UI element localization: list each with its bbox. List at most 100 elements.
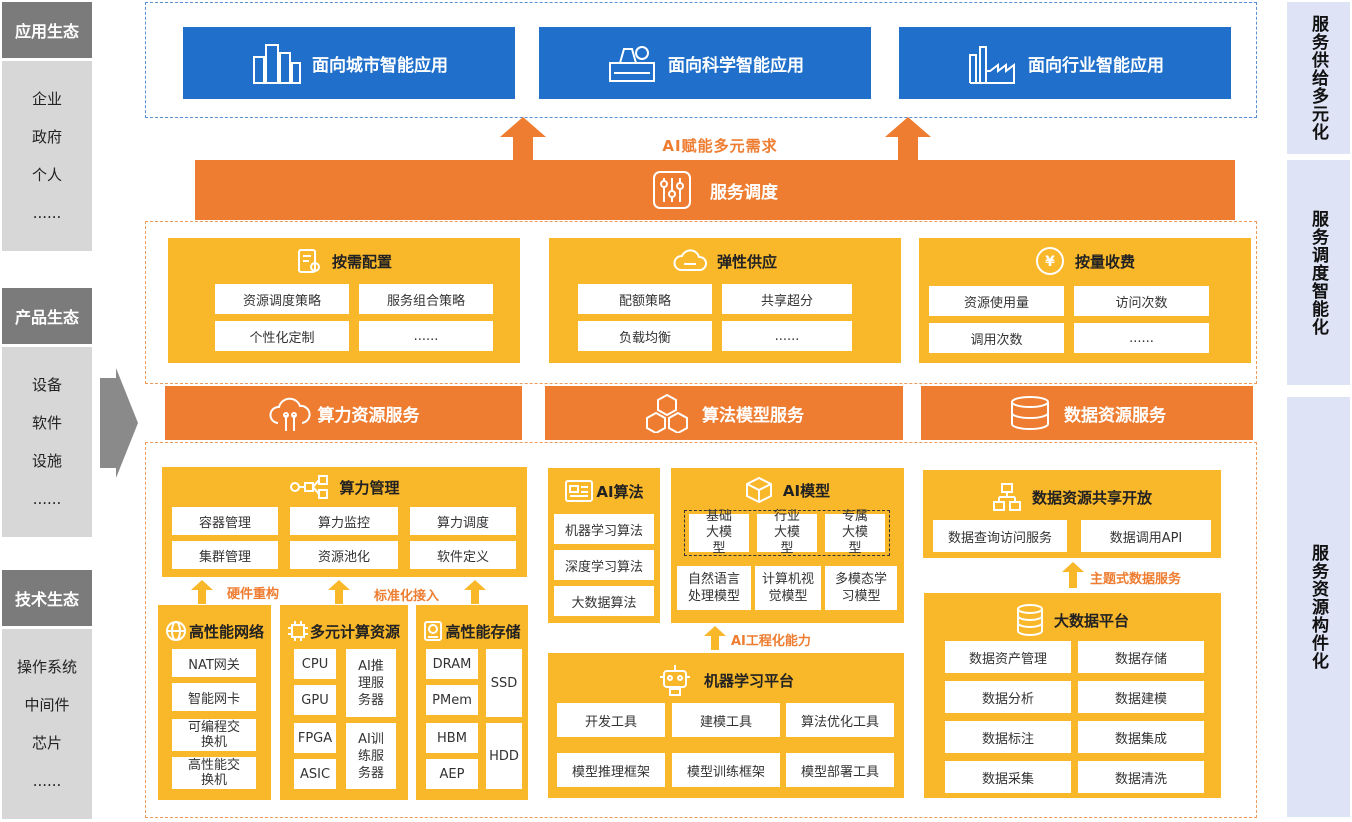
hw-refactor-note: 硬件重构 <box>227 587 280 602</box>
service-bar-algo: 算法模型服务 <box>545 386 903 440</box>
data-share-panel: 数据资源共享开放 数据查询访问服务 数据调用API <box>923 470 1221 558</box>
cell: 资源池化 <box>290 541 398 569</box>
app-city: 面向城市智能应用 <box>183 27 515 99</box>
product-eco-list: 设备 软件 设施 ...... <box>2 347 92 537</box>
ml-platform-title: 机器学习平台 <box>548 663 904 697</box>
service-bar-algo-label: 算法模型服务 <box>702 405 804 426</box>
cell: 计算机视觉模型 <box>755 566 821 610</box>
compute-mgmt-title: 算力管理 <box>162 473 527 501</box>
cell: 多模态学习模型 <box>825 566 897 610</box>
app-eco-title: 应用生态 <box>2 2 92 58</box>
data-note: 主题式数据服务 <box>1090 572 1182 587</box>
scheduling-frame <box>145 221 1257 384</box>
app-eco-item: ...... <box>32 204 62 222</box>
small-up-arrow-icon <box>191 580 213 604</box>
ai-algo-label: AI算法 <box>596 482 644 501</box>
data-share-label: 数据资源共享开放 <box>1031 488 1152 507</box>
cell: ...... <box>722 321 852 351</box>
panel-billing-title: ¥ 按量收费 <box>919 246 1251 276</box>
server-stack-icon <box>1016 604 1043 636</box>
panel-elastic-title: 弹性供应 <box>549 246 901 276</box>
cell: 数据存储 <box>1078 641 1204 673</box>
ml-platform-panel: 机器学习平台 开发工具 建模工具 算法优化工具 模型推理框架 模型训练框架 模型… <box>548 653 904 798</box>
hp-network-title: 高性能网络 <box>158 619 271 643</box>
cell: 模型训练框架 <box>672 753 780 787</box>
cell: 高性能交换机 <box>172 757 256 789</box>
multi-compute-panel: 多元计算资源 CPU GPU FPGA ASIC AI推理服务器 AI训练服务器 <box>280 605 408 800</box>
lab-flask-icon <box>609 46 655 82</box>
resources-frame <box>145 442 1257 818</box>
cell: 数据分析 <box>945 681 1071 713</box>
hp-network-panel: 高性能网络 NAT网关 智能网卡 可编程交换机 高性能交换机 <box>158 605 271 800</box>
cell: 自然语言处理模型 <box>677 566 751 610</box>
hp-network-label: 高性能网络 <box>188 622 264 641</box>
small-up-arrow-icon <box>1062 562 1084 588</box>
cell: 模型推理框架 <box>557 753 665 787</box>
tech-eco-item: ...... <box>32 772 62 790</box>
cell: AI训练服务器 <box>346 723 396 789</box>
factory-icon <box>969 46 1015 84</box>
config-doc-icon <box>297 249 320 273</box>
algo-window-icon <box>565 480 594 502</box>
cell: ASIC <box>294 759 336 789</box>
cell: ...... <box>359 321 493 351</box>
cell: HBM <box>426 723 478 753</box>
hp-storage-label: 高性能存储 <box>445 622 521 641</box>
cell: ...... <box>1074 323 1209 353</box>
cell: 算法优化工具 <box>786 703 894 737</box>
cell: 算力调度 <box>410 507 516 535</box>
cell: FPGA <box>294 723 336 753</box>
cell: 数据标注 <box>945 721 1071 753</box>
app-industry: 面向行业智能应用 <box>899 27 1231 99</box>
cell: 大数据算法 <box>554 586 654 616</box>
yen-coin-icon: ¥ <box>1035 247 1064 275</box>
small-up-arrow-icon <box>704 626 726 650</box>
cell: PMem <box>426 685 478 715</box>
service-bar-data: 数据资源服务 <box>921 386 1253 440</box>
cell: 专属大模型 <box>825 509 885 556</box>
ai-model-title: AI模型 <box>671 476 904 504</box>
scheduling-bar-label: 服务调度 <box>710 182 778 203</box>
cloud-compute-icon <box>269 397 310 431</box>
svg-text:¥: ¥ <box>1045 254 1055 270</box>
cell: 数据清洗 <box>1078 761 1204 793</box>
cell: NAT网关 <box>172 649 256 677</box>
cell: AEP <box>426 759 478 789</box>
cell: 数据建模 <box>1078 681 1204 713</box>
product-eco-item: 软件 <box>31 414 62 432</box>
panel-on-demand-title: 按需配置 <box>168 246 520 276</box>
small-up-arrow-icon <box>328 580 350 604</box>
multi-compute-label: 多元计算资源 <box>309 622 400 641</box>
cloud-icon <box>673 249 707 271</box>
sliders-icon <box>653 171 691 209</box>
strip-scheduling: 服务调度智能化 <box>1287 160 1350 385</box>
cell: 个性化定制 <box>215 321 349 351</box>
cell: 智能网卡 <box>172 683 256 711</box>
cell: 算力监控 <box>290 507 398 535</box>
cell: 数据调用API <box>1081 520 1211 552</box>
cell: 数据采集 <box>945 761 1071 793</box>
model-cube-icon <box>745 476 772 504</box>
cell: 行业大模型 <box>757 509 817 556</box>
ai-eng-note: AI工程化能力 <box>731 634 811 649</box>
tech-eco-item: 中间件 <box>24 696 70 714</box>
app-eco-list: 企业 政府 个人 ...... <box>2 61 92 251</box>
globe-icon <box>165 621 186 641</box>
product-eco-item: 设施 <box>31 452 62 470</box>
database-icon <box>1011 396 1049 430</box>
cubes-icon <box>646 393 688 433</box>
robot-icon <box>659 665 690 696</box>
network-tree-icon <box>992 483 1021 511</box>
strip-supply: 服务供给多元化 <box>1287 2 1350 154</box>
tech-eco-title: 技术生态 <box>2 570 92 626</box>
panel-on-demand-label: 按需配置 <box>331 252 392 271</box>
grey-arrow-icon <box>100 368 138 478</box>
bigdata-label: 大数据平台 <box>1053 611 1129 630</box>
cell: 数据资产管理 <box>945 641 1071 673</box>
service-bar-compute-label: 算力资源服务 <box>317 405 420 426</box>
cell: 数据查询访问服务 <box>933 520 1067 552</box>
cell: 建模工具 <box>672 703 780 737</box>
ml-platform-label: 机器学习平台 <box>703 671 794 690</box>
app-eco-item: 个人 <box>31 166 62 184</box>
app-eco-item: 企业 <box>31 90 62 108</box>
